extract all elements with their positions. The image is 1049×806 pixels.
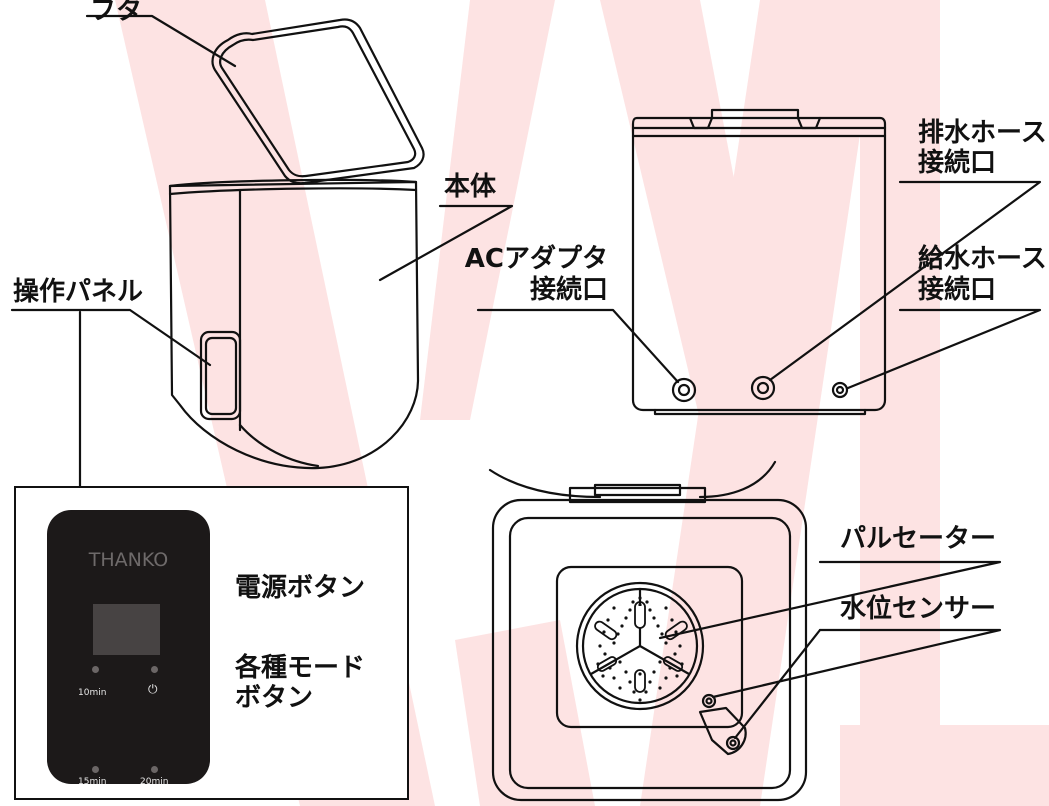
label-mode-buttons-1: 各種モード <box>235 653 366 683</box>
label-drain-hose-2: 接続口 <box>918 148 997 178</box>
label-supply-hose-2: 接続口 <box>918 275 997 305</box>
led-15min <box>92 766 99 773</box>
brand-text: THANKO <box>88 549 169 571</box>
led-20min <box>151 766 158 773</box>
mode-20min-label: 20min <box>140 777 169 787</box>
drain-hose-port-shape <box>750 375 776 401</box>
label-ac-adapter-2: 接続口 <box>529 275 608 305</box>
water-sensor-small-shape <box>701 693 717 709</box>
led-power <box>151 666 158 673</box>
label-ac-adapter-1: ACアダプタ <box>464 244 608 274</box>
label-supply-hose-1: 給水ホース <box>918 244 1047 274</box>
supply-hose-port-shape <box>831 381 849 399</box>
top-view-outer <box>491 498 808 802</box>
ac-adapter-port-shape <box>671 377 697 403</box>
label-control-panel: 操作パネル <box>13 277 144 307</box>
top-view-lid-arc <box>488 468 602 499</box>
label-drain-hose-1: 排水ホース <box>918 118 1047 148</box>
label-lid: フタ <box>90 0 143 26</box>
label-power-button: 電源ボタン <box>235 573 366 603</box>
back-unit-shape <box>631 116 887 412</box>
label-water-sensor: 水位センサー <box>840 594 997 624</box>
lid-shape <box>211 18 425 185</box>
led-10min <box>92 666 99 673</box>
pulsator-holes <box>596 596 684 702</box>
panel-display <box>93 604 160 655</box>
tub-shape <box>555 565 744 729</box>
power-icon: ⏻ <box>148 682 158 696</box>
mode-15min-label: 15min <box>78 777 107 787</box>
label-mode-buttons-2: ボタン <box>235 683 314 713</box>
label-pulsator: パルセーター <box>840 524 997 554</box>
body-shape <box>168 180 420 470</box>
label-body: 本体 <box>444 172 497 202</box>
water-sensor-block-shape <box>698 706 747 756</box>
mode-10min-label: 10min <box>78 688 107 698</box>
body-panel-shape <box>199 330 242 421</box>
pulsator-shape <box>575 581 705 711</box>
